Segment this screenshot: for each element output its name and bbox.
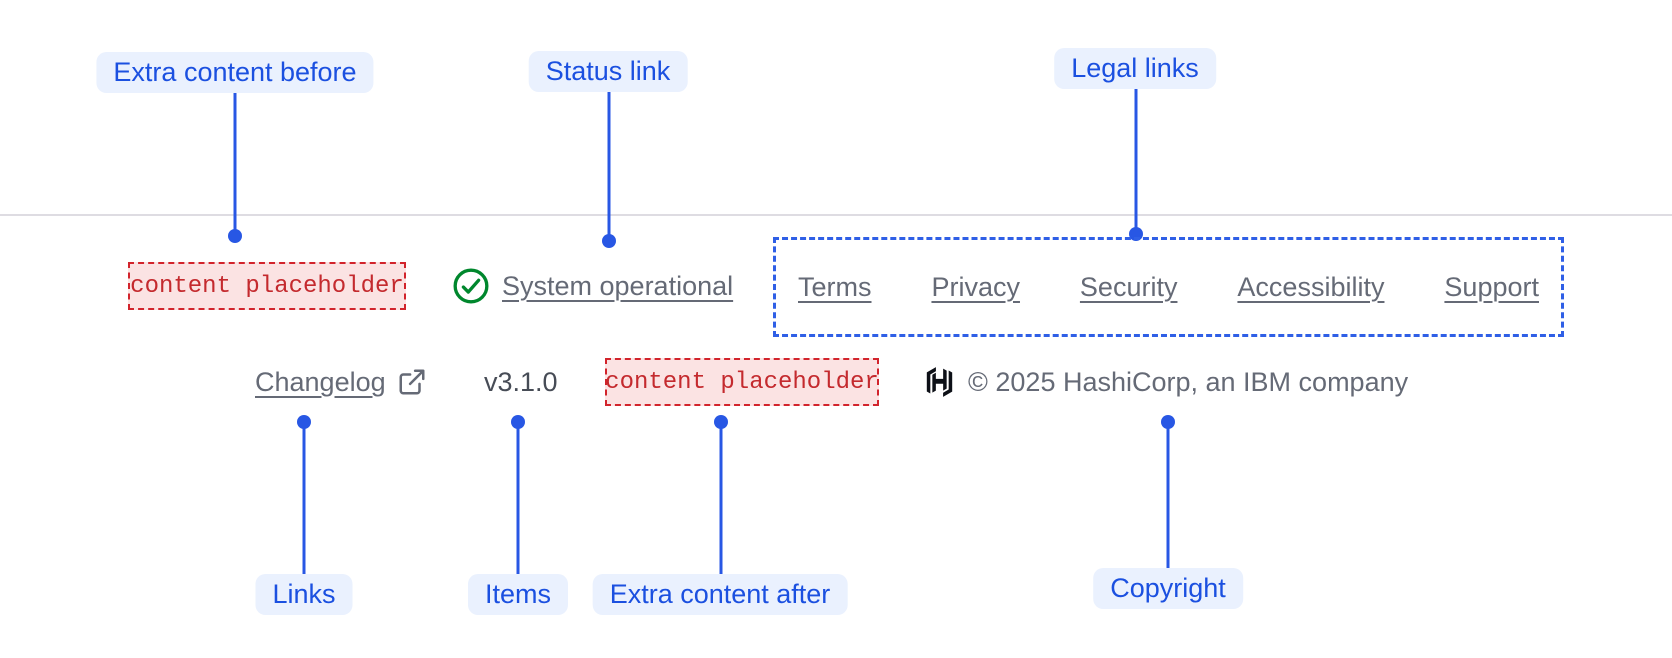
callout-dot [602,234,616,248]
callout-line-legal-links [1134,87,1138,235]
legal-link-terms[interactable]: Terms [798,271,872,302]
legal-link-privacy[interactable]: Privacy [931,271,1020,302]
callout-dot [511,415,525,429]
callout-dot [1161,415,1175,429]
callout-dot [228,229,242,243]
callout-dot [714,415,728,429]
check-circle-icon [452,267,490,305]
status-link[interactable]: System operational [452,262,733,310]
callout-label-copyright: Copyright [1093,568,1243,609]
callout-line-items [516,421,520,574]
legal-link-security[interactable]: Security [1079,271,1178,302]
extra-content-before-placeholder: content placeholder [128,262,406,310]
extra-content-after-placeholder: content placeholder [605,358,879,406]
copyright-text: © 2025 HashiCorp, an IBM company [968,366,1409,397]
callout-line-extra-content-before [233,90,237,237]
callout-label-links: Links [255,574,353,615]
callout-label-items: Items [467,574,569,615]
footer-top-divider [0,214,1672,216]
callout-label-extra-content-after: Extra content after [592,574,848,615]
external-link-icon [397,367,427,397]
legal-link-support[interactable]: Support [1444,271,1539,302]
callout-line-status-link [607,90,611,242]
copyright-section: © 2025 HashiCorp, an IBM company [926,358,1408,406]
callout-line-extra-content-after [719,421,723,574]
legal-links-container: Terms Privacy Security Accessibility Sup… [773,237,1564,337]
callout-label-extra-content-before: Extra content before [96,52,374,93]
callout-dot [297,415,311,429]
callout-line-copyright [1166,421,1170,568]
callout-label-legal-links: Legal links [1054,48,1216,89]
legal-link-accessibility[interactable]: Accessibility [1237,271,1385,302]
hashicorp-logo-icon [926,367,953,397]
changelog-link[interactable]: Changelog [255,358,427,406]
callout-line-links [302,421,306,574]
status-link-label[interactable]: System operational [502,270,734,301]
version-label: v3.1.0 [484,366,558,397]
callout-label-status-link: Status link [528,51,688,92]
changelog-link-label[interactable]: Changelog [255,366,386,397]
